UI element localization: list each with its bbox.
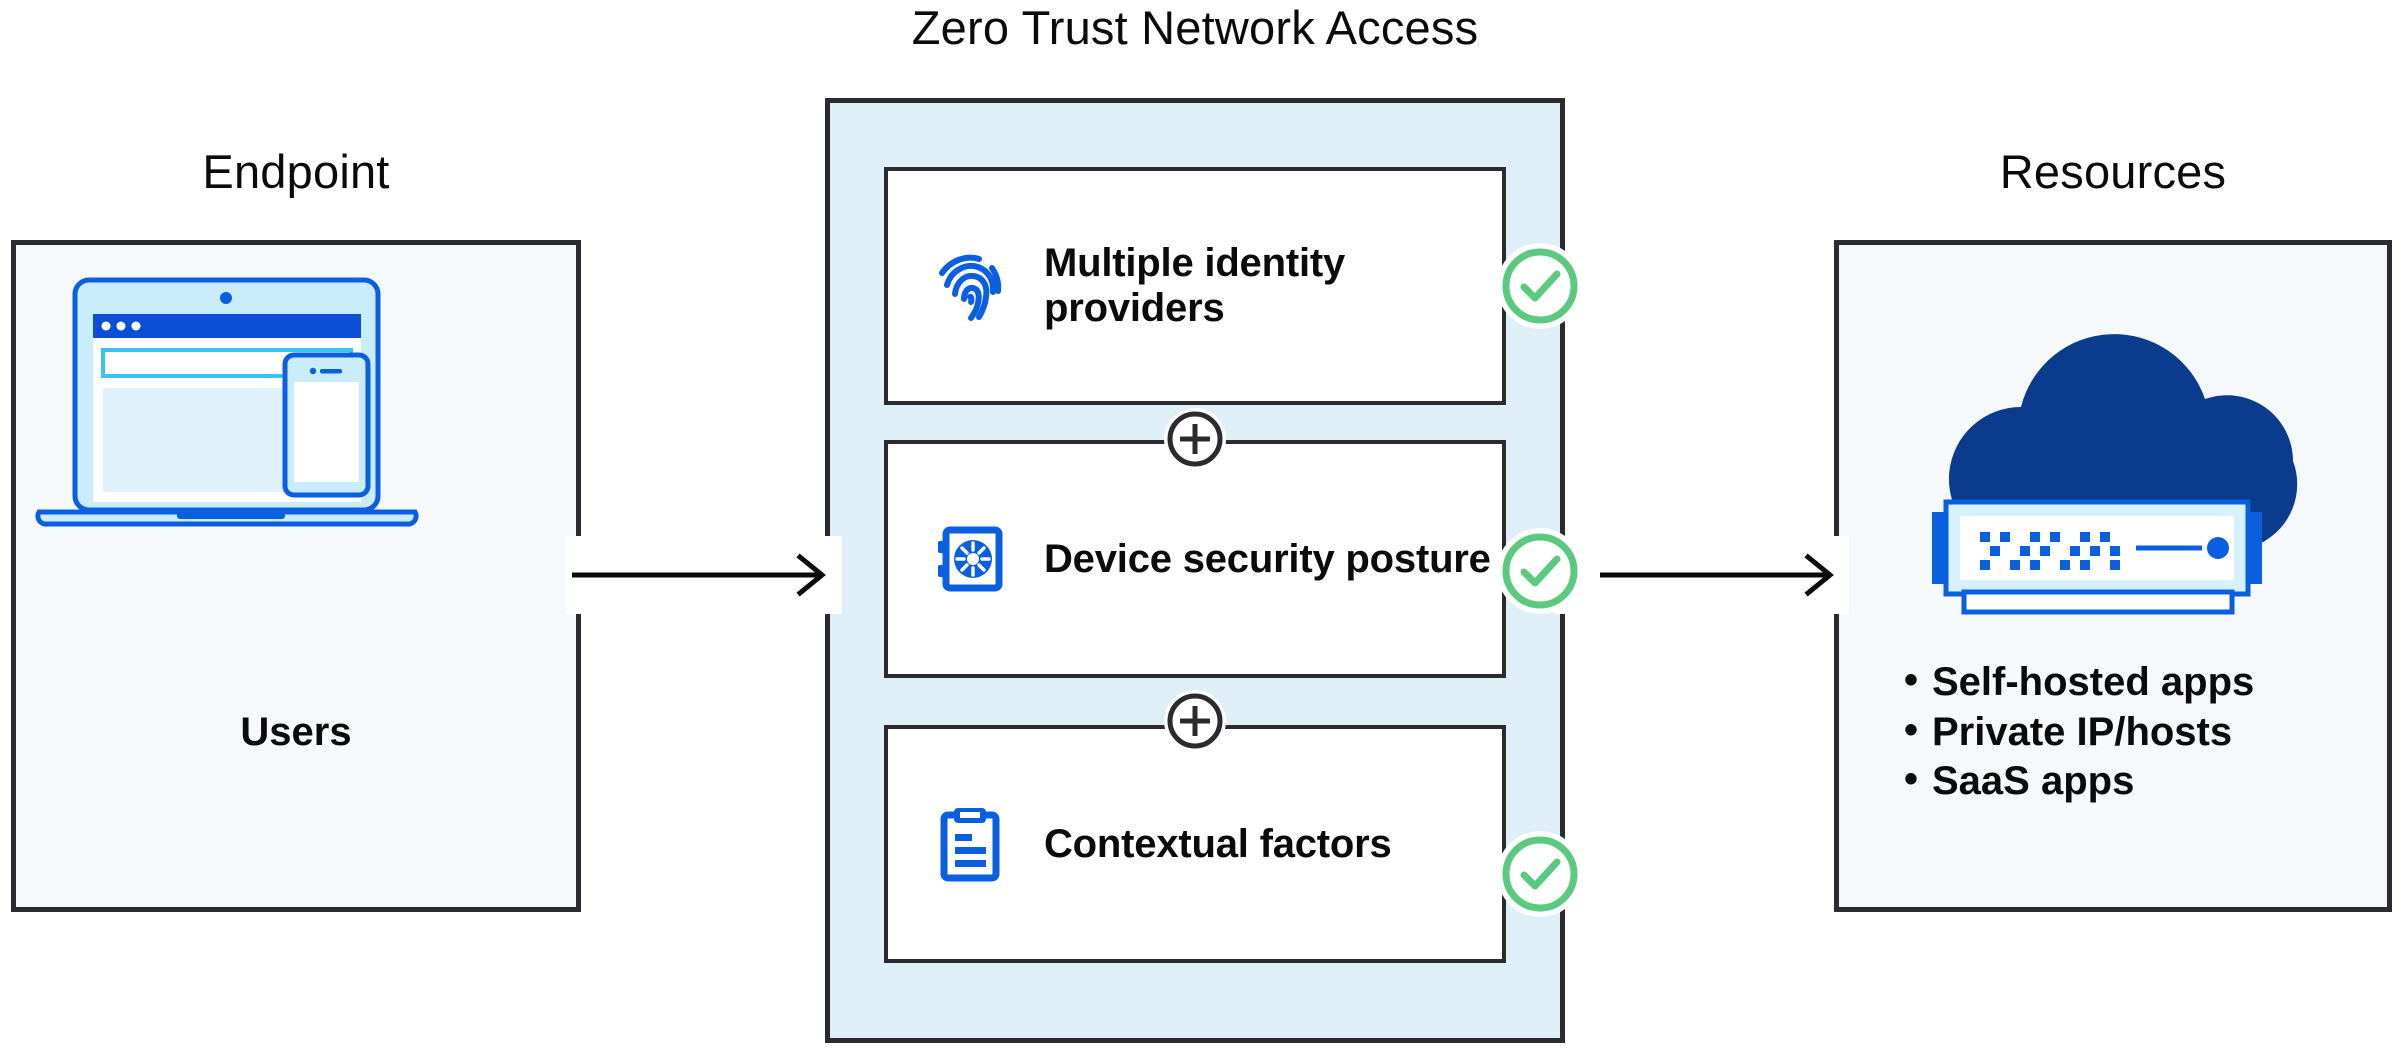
plus-icon <box>1164 408 1226 470</box>
bullet-glyph: • <box>1904 707 1919 752</box>
ztna-card-contextual-factors[interactable]: Contextual factors <box>884 725 1506 963</box>
users-caption: Users <box>240 710 352 754</box>
clipboard-icon <box>932 804 1008 884</box>
ztna-to-resources-arrow <box>1597 545 1840 605</box>
resources-list: • Self-hosted apps • Private IP/hosts • … <box>1900 658 2370 807</box>
ztna-card-label: Contextual factors <box>1044 821 1392 866</box>
endpoint-illustration <box>11 240 581 912</box>
resources-panel-arrow-notch <box>1827 536 1849 614</box>
server-icon <box>1932 499 2262 615</box>
ztna-card-device-security-posture[interactable]: Device security posture <box>884 440 1506 678</box>
phone-device <box>282 352 371 498</box>
ztna-card-multiple-identity-providers[interactable]: Multiple identity providers <box>884 167 1506 405</box>
bullet-glyph: • <box>1904 757 1919 802</box>
list-item-label: SaaS apps <box>1932 759 2135 804</box>
endpoint-to-ztna-arrow <box>569 545 832 605</box>
list-item-label: Self-hosted apps <box>1932 660 2255 704</box>
plus-icon <box>1164 690 1226 752</box>
bullet-glyph: • <box>1904 658 1919 702</box>
resources-illustration <box>1834 240 2392 670</box>
endpoint-title: Endpoint <box>202 145 390 198</box>
list-item-label: Private IP/hosts <box>1932 709 2233 754</box>
list-item: • SaaS apps <box>1900 757 2370 807</box>
ztna-card-label: Multiple identity providers <box>1044 241 1346 330</box>
check-circle-icon <box>1497 831 1583 917</box>
list-item: • Self-hosted apps <box>1900 658 2370 708</box>
list-item: • Private IP/hosts <box>1900 708 2370 758</box>
cloud-icon <box>1948 334 2298 551</box>
resources-title: Resources <box>1999 145 2227 198</box>
fingerprint-icon <box>932 246 1008 326</box>
check-circle-icon <box>1497 528 1583 614</box>
ztna-card-label: Device security posture <box>1044 536 1491 581</box>
vault-icon <box>932 519 1008 599</box>
ztna-title: Zero Trust Network Access <box>911 1 1479 54</box>
check-circle-icon <box>1497 243 1583 329</box>
